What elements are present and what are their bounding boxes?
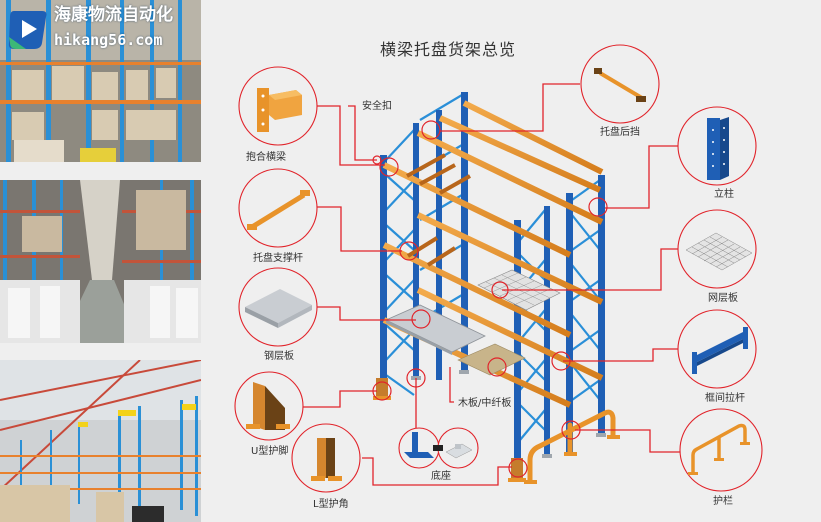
wire-mesh-deck-icon [685, 232, 753, 271]
callout-l-protector [291, 423, 361, 493]
upright-column-icon [707, 117, 729, 180]
brand-domain: hikang56.com [54, 31, 163, 49]
label-row-spacer: 框间拉杆 [705, 393, 745, 404]
pallet-supports [406, 153, 471, 267]
diagram-title: 横梁托盘货架总览 [380, 40, 517, 59]
callout-steel-deck [238, 267, 318, 347]
label-base-plate: 底座 [431, 471, 451, 482]
rack-structure [373, 92, 620, 484]
pallet-support-bar-icon [247, 190, 310, 230]
label-wood-deck: 木板/中纤板 [458, 398, 512, 409]
callout-pallet-stop [580, 44, 660, 124]
u-guard-icon [246, 382, 290, 430]
warehouse-photo-bottom [0, 360, 201, 522]
brand-logo: 海康物流自动化 hikang56.com [6, 4, 201, 54]
callout-row-spacer [677, 309, 757, 389]
steel-panel-icon [245, 289, 312, 328]
base-plate-icon [404, 432, 473, 459]
callout-upright [677, 106, 757, 186]
pallet-stop-icon [594, 68, 646, 102]
label-u-protector: U型护脚 [251, 446, 289, 457]
label-pallet-support: 托盘支撑杆 [253, 253, 303, 264]
callout-pallet-support [238, 168, 318, 248]
label-guard-rail: 护栏 [713, 496, 733, 507]
callout-lines [302, 83, 680, 486]
label-steel-deck: 钢层板 [264, 351, 294, 362]
highlight-circles [372, 120, 608, 478]
play-icon [8, 11, 47, 49]
label-upright: 立柱 [714, 189, 734, 200]
label-wire-deck: 网层板 [708, 293, 738, 304]
callout-guard-rail [679, 408, 763, 492]
warehouse-photo-middle [0, 180, 201, 343]
label-l-protector: L型护角 [313, 499, 349, 510]
row-spacer-icon [692, 327, 748, 374]
warehouse-photo-top: 海康物流自动化 hikang56.com [0, 0, 201, 162]
l-guard-icon [311, 438, 342, 481]
label-pallet-stop: 托盘后挡 [600, 127, 640, 138]
label-beam: 抱合横梁 [246, 152, 286, 163]
box-beam-icon [257, 88, 302, 132]
guard-rail-icon [691, 423, 747, 474]
callout-u-protector [234, 371, 304, 441]
label-safety-pin: 安全扣 [362, 101, 392, 112]
callout-beam [238, 66, 318, 146]
callout-wire-deck [677, 209, 757, 289]
callout-base-plate [398, 427, 479, 469]
brand-name: 海康物流自动化 [54, 5, 173, 25]
